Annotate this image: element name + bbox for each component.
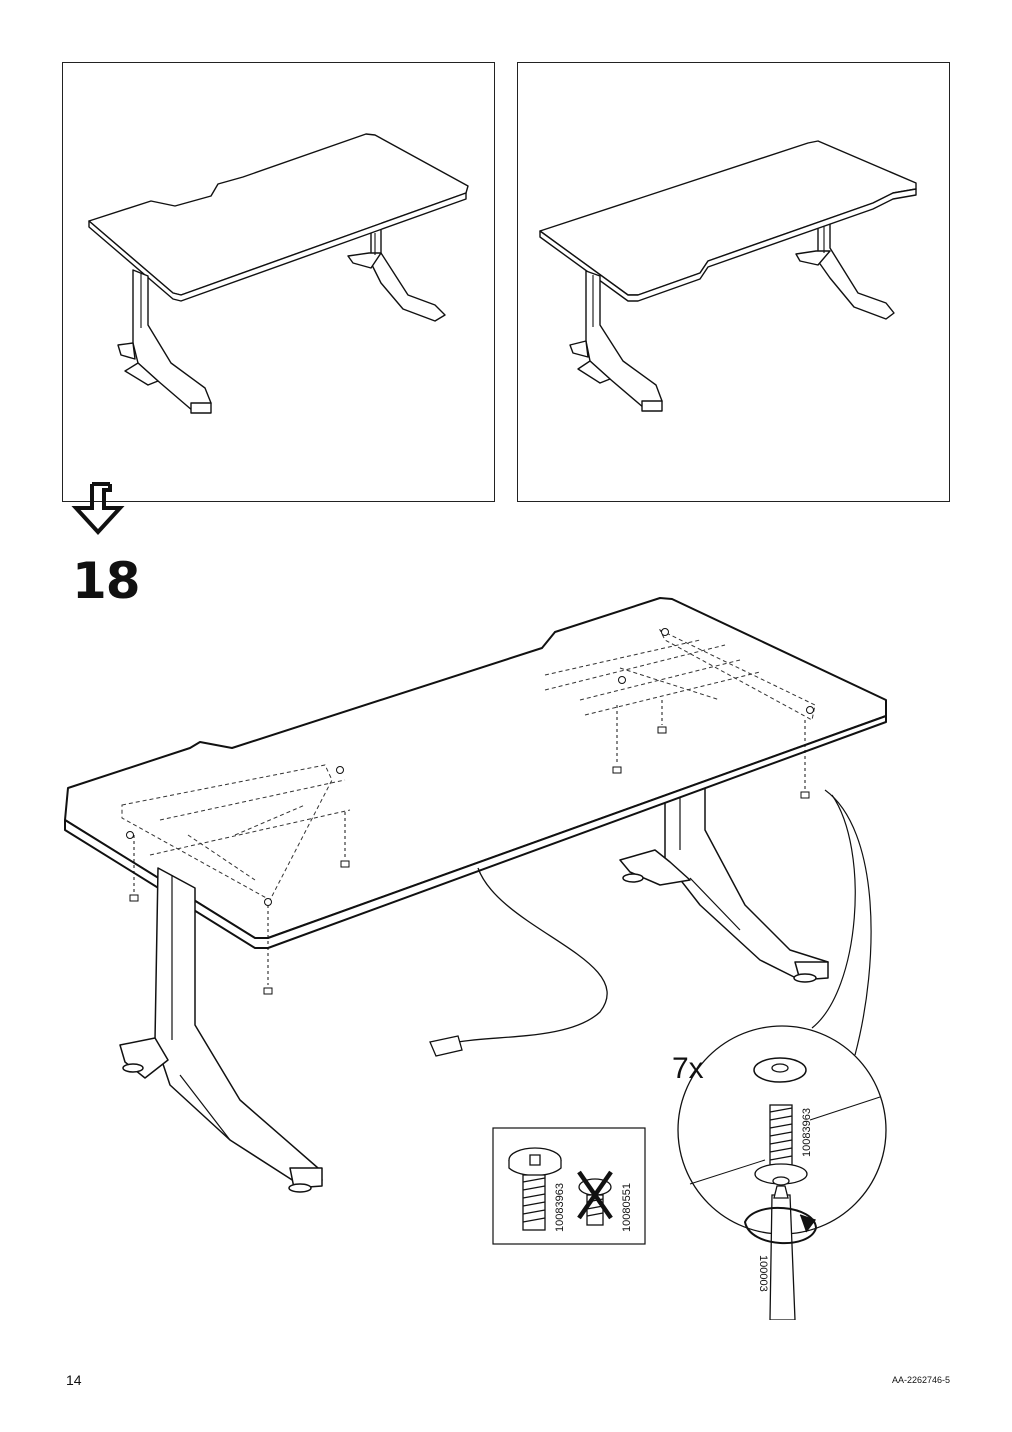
document-id: AA-2262746-5 [891,1375,950,1385]
power-plug-icon [429,1035,463,1057]
down-arrow-icon [71,482,125,535]
allen-key-icon [743,1185,818,1320]
screw-part-number: 10083963 [801,1108,813,1157]
option-panel-back-cutout [62,62,495,502]
option-panel-front-cutout [517,62,950,502]
wrong-screw-part: 10080551 [621,1183,633,1232]
quantity-label: 7x [672,1052,704,1085]
desk-assembly-illustration: 100003 10083963 10083963 10080551 [64,597,887,1320]
step-number: 18 [72,552,141,610]
page-number: 14 [66,1372,82,1388]
cross-icon [577,1170,613,1220]
hardware-box [492,1127,646,1245]
screw-icon [754,1104,808,1186]
correct-screw-icon [508,1147,562,1231]
correct-screw-part: 10083963 [554,1183,566,1232]
tool-part-number: 100003 [757,1255,769,1292]
desk-back-cutout-illustration [88,133,469,414]
desk-front-cutout-illustration [539,140,917,412]
